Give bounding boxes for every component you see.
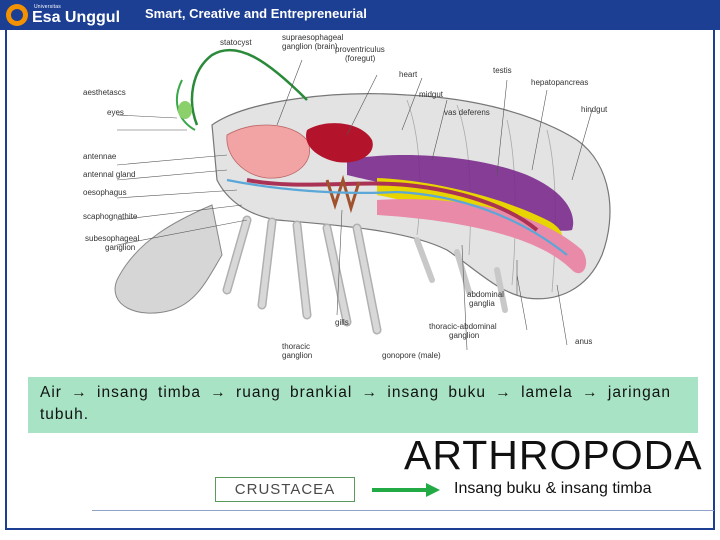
claw-shape <box>115 205 222 313</box>
label-thoracic-abdominal: thoracic-abdominal <box>429 322 497 331</box>
label-aesthetascs: aesthetascs <box>83 88 126 97</box>
label-hindgut: hindgut <box>581 105 607 114</box>
frame-line-right <box>713 30 715 530</box>
insang-label: Insang buku & insang timba <box>454 480 651 498</box>
label-proventriculus-2: (foregut) <box>345 54 375 63</box>
header-tagline: Smart, Creative and Entrepreneurial <box>145 6 367 21</box>
label-scaphognathite: scaphognathite <box>83 212 137 221</box>
university-logo[interactable]: Universitas Esa Unggul <box>6 3 120 27</box>
logo-emblem-icon <box>6 4 28 26</box>
crustacea-box: CRUSTACEA <box>215 477 355 502</box>
right-arrow-icon <box>372 482 442 498</box>
label-anus: anus <box>575 337 592 346</box>
label-testis: testis <box>493 66 512 75</box>
respiration-description: Air → insang timba → ruang brankial → in… <box>28 377 698 433</box>
frame-line-inner <box>92 510 714 511</box>
label-vas-deferens: vas deferens <box>444 108 490 117</box>
label-proventriculus: proventriculus <box>335 45 385 54</box>
label-supraesophageal: supraesophageal <box>282 33 343 42</box>
label-midgut: midgut <box>419 90 443 99</box>
label-abdominal-ganglia: abdominal <box>467 290 504 299</box>
label-antennal-gland: antennal gland <box>83 170 136 179</box>
label-gills: gills <box>335 318 349 327</box>
frame-line-bottom <box>5 528 715 530</box>
label-thoracic-ganglion-2: ganglion <box>282 351 312 360</box>
frame-line-left <box>5 30 7 530</box>
label-oesophagus: oesophagus <box>83 188 127 197</box>
label-eyes: eyes <box>107 108 124 117</box>
label-heart: heart <box>399 70 417 79</box>
header-bar: Universitas Esa Unggul Smart, Creative a… <box>0 0 720 30</box>
label-gonopore: gonopore (male) <box>382 351 441 360</box>
label-thoracic-abdominal-2: ganglion <box>449 331 479 340</box>
crustacean-anatomy-diagram: statocyst supraesophageal ganglion (brai… <box>77 30 623 370</box>
page-title: ARTHROPODA <box>404 432 703 479</box>
eye-shape <box>178 101 192 119</box>
label-thoracic-ganglion: thoracic <box>282 342 310 351</box>
logo-small-text: Universitas <box>34 4 61 10</box>
logo-text: Esa Unggul <box>32 9 120 27</box>
label-supraesophageal-2: ganglion (brain) <box>282 42 338 51</box>
label-subesophageal-2: ganglion <box>105 243 135 252</box>
label-hepatopancreas: hepatopancreas <box>531 78 588 87</box>
label-abdominal-ganglia-2: ganglia <box>469 299 495 308</box>
label-subesophageal: subesophageal <box>85 234 139 243</box>
label-antennae: antennae <box>83 152 116 161</box>
label-statocyst: statocyst <box>220 38 252 47</box>
